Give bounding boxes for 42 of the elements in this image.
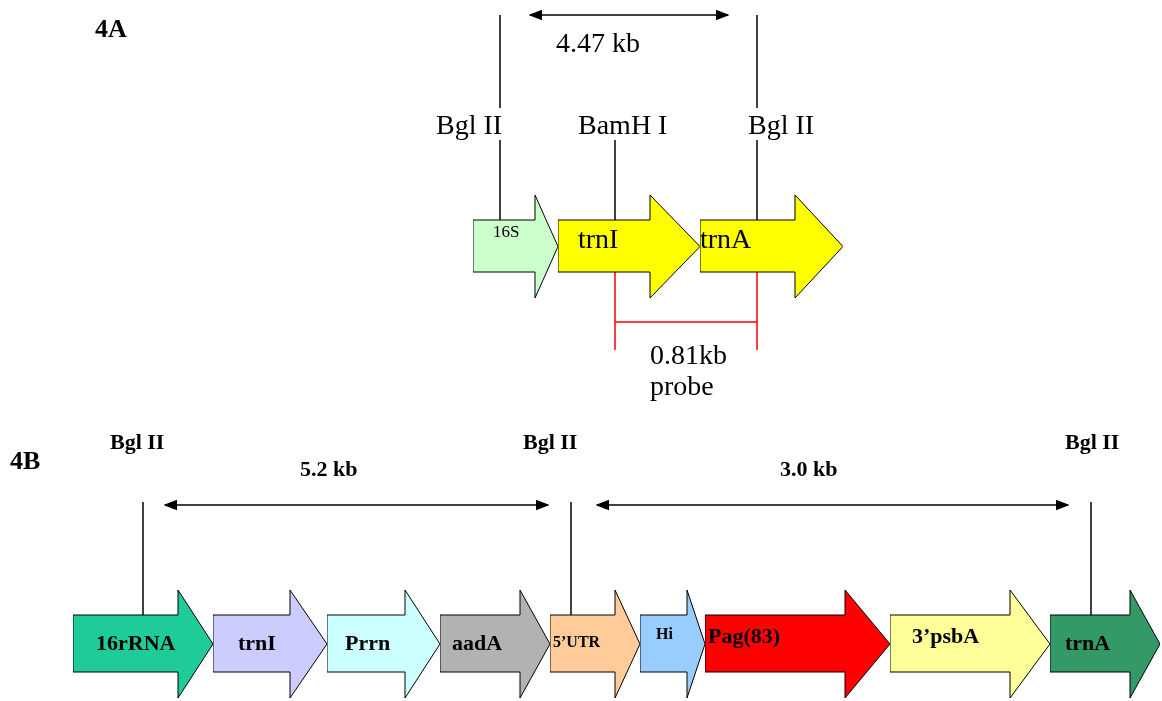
gene-label: Prrn xyxy=(345,632,391,654)
gene-block xyxy=(73,590,213,698)
gene-block xyxy=(440,590,550,698)
leader-line xyxy=(756,139,758,221)
gene-label: 16S xyxy=(493,223,520,240)
panel-label: 4B xyxy=(10,447,41,476)
leader-line xyxy=(614,139,616,221)
gene-label: trnI xyxy=(578,225,619,253)
gene-block xyxy=(473,195,558,298)
gene-label: trnI xyxy=(238,632,276,654)
gene-block xyxy=(327,590,440,698)
restriction-site-label: Bgl II xyxy=(523,430,578,455)
restriction-site-label: BamH I xyxy=(578,110,668,141)
leader-line xyxy=(142,501,144,616)
gene-block xyxy=(213,590,327,698)
panel-label: 4A xyxy=(95,15,127,44)
leader-line xyxy=(570,501,572,616)
leader-line xyxy=(499,139,501,221)
gene-block xyxy=(1050,590,1160,698)
restriction-site-label: Bgl II xyxy=(110,430,165,455)
gene-label: 3’psbA xyxy=(912,625,980,647)
gene-label: Hi xyxy=(656,626,673,642)
gene-label: 16rRNA xyxy=(96,632,176,654)
probe-label: 0.81kb probe xyxy=(650,340,728,402)
gene-block xyxy=(558,195,700,298)
gene-label: 5’UTR xyxy=(553,634,601,650)
restriction-site-label: Bgl II xyxy=(436,110,503,141)
gene-block xyxy=(640,590,705,698)
restriction-site-label: Bgl II xyxy=(748,110,815,141)
gene-label: aadA xyxy=(452,632,503,654)
gene-label: trnA xyxy=(700,225,752,253)
gene-block xyxy=(700,195,843,298)
restriction-site-label: Bgl II xyxy=(1065,430,1120,455)
distance-label: 3.0 kb xyxy=(780,457,838,482)
leader-line xyxy=(1090,501,1092,616)
gene-block xyxy=(550,590,640,698)
gene-block xyxy=(890,590,1050,698)
gene-label: trnA xyxy=(1065,632,1111,654)
gene-block xyxy=(705,590,890,698)
distance-label: 4.47 kb xyxy=(556,28,640,59)
distance-label: 5.2 kb xyxy=(300,457,358,482)
gene-label: Pag(83) xyxy=(708,625,781,647)
